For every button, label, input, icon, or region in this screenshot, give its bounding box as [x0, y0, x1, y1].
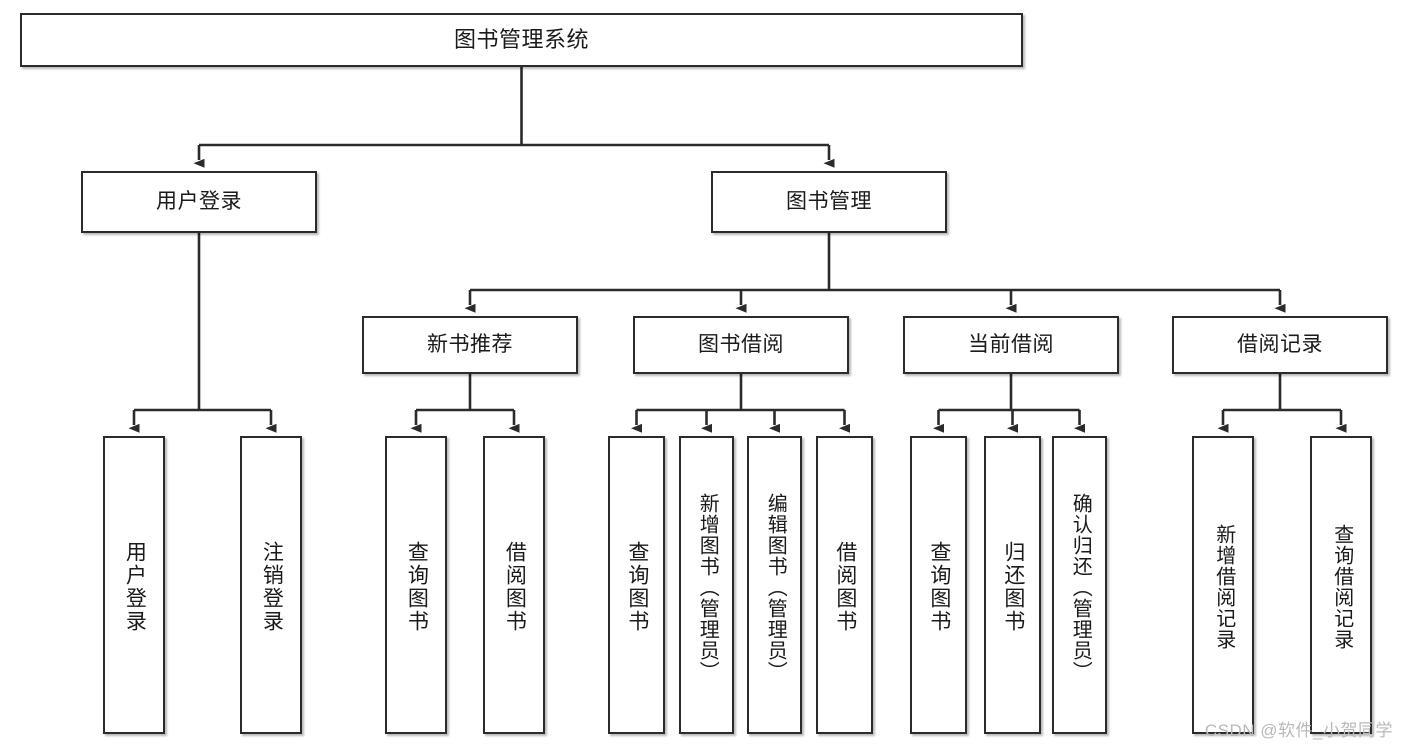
node-leaf-logout-login[interactable]: 注销登录 — [240, 436, 302, 734]
node-leaf-query-borrow-record[interactable]: 查询借阅记录 — [1310, 436, 1372, 734]
node-leaf-query-book-rec[interactable]: 查询图书 — [385, 436, 447, 734]
node-label: 查询图书 — [625, 541, 649, 633]
node-leaf-query-book-borrow[interactable]: 查询图书 — [608, 436, 665, 734]
node-label: 注销登录 — [260, 541, 284, 633]
node-leaf-add-book-admin[interactable]: 新增图书（管理员） — [679, 436, 734, 734]
node-label: 查询借阅记录 — [1330, 524, 1353, 650]
node-label: 用户登录 — [156, 190, 242, 214]
node-leaf-borrow-book[interactable]: 借阅图书 — [816, 436, 873, 734]
node-label: 图书管理系统 — [453, 26, 589, 52]
node-label: 新增借阅记录 — [1212, 524, 1235, 650]
node-user-login[interactable]: 用户登录 — [81, 171, 317, 233]
node-leaf-borrow-book-rec[interactable]: 借阅图书 — [483, 436, 545, 734]
node-leaf-user-login[interactable]: 用户登录 — [103, 436, 165, 734]
node-label: 借阅图书 — [503, 541, 527, 633]
node-new-book-recommend[interactable]: 新书推荐 — [362, 316, 578, 374]
node-label: 编辑图书（管理员） — [764, 492, 787, 682]
node-leaf-query-book-cur[interactable]: 查询图书 — [910, 436, 967, 734]
watermark-text: CSDN @软件_小贺同学 — [1204, 721, 1393, 740]
node-leaf-confirm-return-admin[interactable]: 确认归还（管理员） — [1052, 436, 1107, 734]
node-label: 确认归还（管理员） — [1069, 492, 1092, 682]
node-book-manage[interactable]: 图书管理 — [711, 171, 947, 233]
node-current-borrow[interactable]: 当前借阅 — [903, 316, 1119, 374]
node-book-borrow[interactable]: 图书借阅 — [633, 316, 849, 374]
node-label: 新增图书（管理员） — [696, 492, 719, 682]
node-leaf-edit-book-admin[interactable]: 编辑图书（管理员） — [747, 436, 802, 734]
node-label: 归还图书 — [1001, 541, 1025, 633]
node-leaf-return-book[interactable]: 归还图书 — [984, 436, 1041, 734]
node-borrow-records[interactable]: 借阅记录 — [1172, 316, 1388, 374]
node-label: 当前借阅 — [968, 333, 1054, 357]
node-label: 查询图书 — [405, 541, 429, 633]
node-label: 借阅记录 — [1237, 333, 1323, 357]
node-root[interactable]: 图书管理系统 — [20, 13, 1023, 67]
node-label: 图书借阅 — [698, 333, 784, 357]
node-label: 新书推荐 — [427, 333, 513, 357]
node-leaf-add-borrow-record[interactable]: 新增借阅记录 — [1192, 436, 1254, 734]
node-label: 借阅图书 — [833, 541, 857, 633]
node-label: 查询图书 — [927, 541, 951, 633]
node-label: 图书管理 — [786, 190, 872, 214]
node-label: 用户登录 — [123, 541, 147, 633]
